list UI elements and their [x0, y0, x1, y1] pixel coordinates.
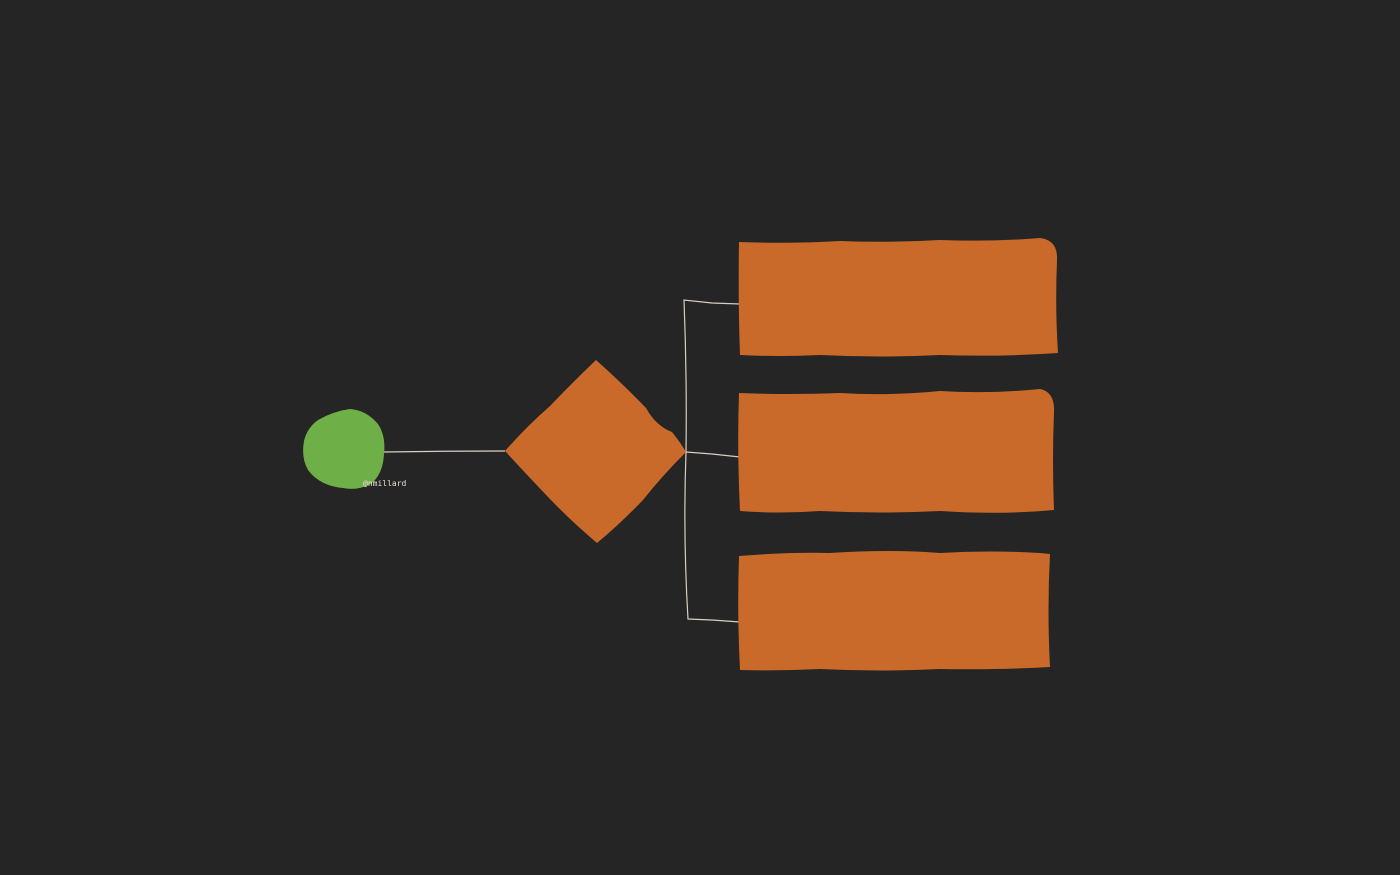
branch-box-2[interactable] [738, 389, 1055, 513]
connector-start-to-decision [383, 450, 506, 453]
branch-box-3[interactable] [738, 551, 1050, 671]
connector-decision-to-branch-2 [685, 451, 741, 458]
decision-node[interactable] [505, 360, 686, 543]
branch-box-1[interactable] [738, 238, 1058, 357]
start-node[interactable] [303, 409, 385, 489]
start-node-label: @nmillard [363, 479, 407, 488]
